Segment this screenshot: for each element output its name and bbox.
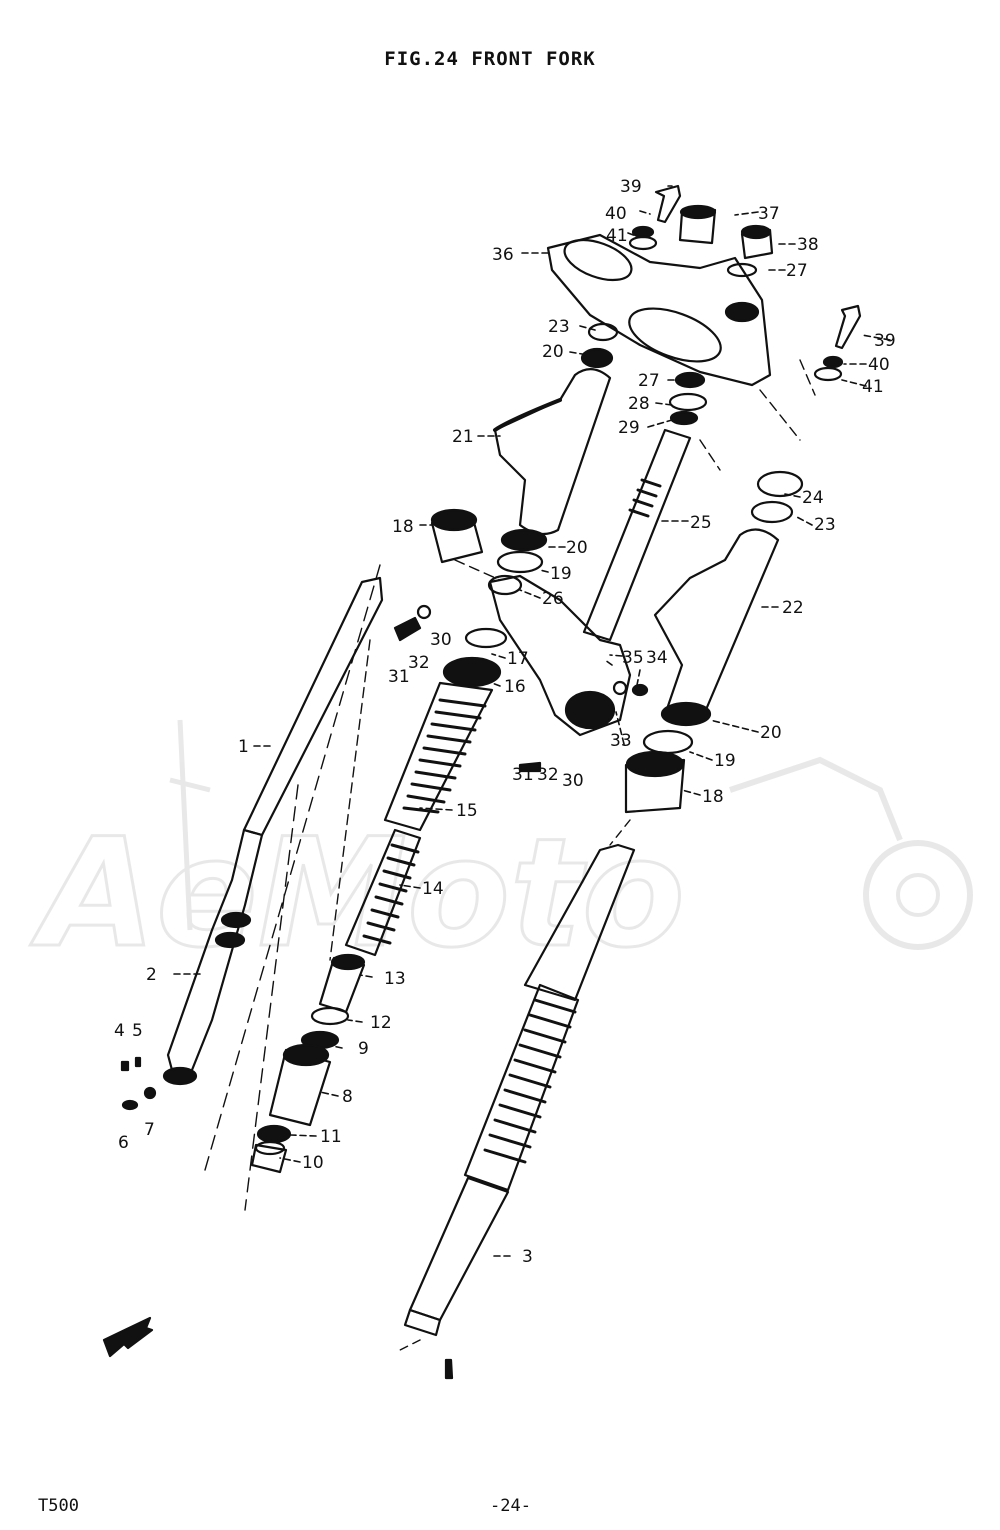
label-31-lower: 31 <box>512 765 534 785</box>
label-34: 34 <box>646 648 668 668</box>
right-fork-boot <box>463 983 580 1192</box>
fork-spring <box>344 828 422 957</box>
label-5: 5 <box>132 1021 143 1041</box>
label-25: 25 <box>690 513 712 533</box>
label-30-upper: 30 <box>430 630 452 650</box>
label-29: 29 <box>618 418 640 438</box>
label-26: 26 <box>542 589 564 609</box>
label-32-upper: 32 <box>408 653 430 673</box>
label-38: 38 <box>797 235 819 255</box>
figure-title: FIG.24 FRONT FORK <box>384 48 596 70</box>
label-12: 12 <box>370 1013 392 1033</box>
label-40-upper: 40 <box>605 204 627 224</box>
front-direction-arrow-icon <box>102 1316 154 1358</box>
label-3: 3 <box>522 1247 533 1267</box>
label-37: 37 <box>758 204 780 224</box>
steering-stem <box>582 428 692 642</box>
label-31-upper: 31 <box>388 667 410 687</box>
label-7: 7 <box>144 1120 155 1140</box>
label-18-left: 18 <box>392 517 414 537</box>
right-fork-leg <box>523 843 636 1002</box>
watermark-text: AeMoto <box>30 807 685 981</box>
label-4: 4 <box>114 1021 125 1041</box>
left-fork-cover <box>493 368 612 536</box>
page-number: -24- <box>490 1496 531 1516</box>
label-30-lower: 30 <box>562 771 584 791</box>
label-35: 35 <box>622 648 644 668</box>
label-27-upper: 27 <box>786 261 808 281</box>
label-14: 14 <box>422 879 444 899</box>
label-41-upper: 41 <box>606 226 628 246</box>
upper-bracket <box>546 233 772 387</box>
watermark-logo: AeMoto <box>29 719 973 983</box>
right-fork-cover <box>653 528 780 717</box>
top-bolt-right <box>834 304 862 350</box>
label-33: 33 <box>610 731 632 751</box>
label-9: 9 <box>358 1039 369 1059</box>
upper-bracket-left-hole <box>563 238 633 282</box>
label-39-upper: 39 <box>620 177 642 197</box>
label-6: 6 <box>118 1133 129 1153</box>
top-bolt-left <box>654 184 682 224</box>
label-20: 20 <box>760 723 782 743</box>
left-inner-tube <box>242 576 384 837</box>
label-1: 1 <box>238 737 249 757</box>
label-16: 16 <box>504 677 526 697</box>
label-21: 21 <box>452 427 474 447</box>
upper-fork-boot <box>383 681 494 832</box>
label-20-left: 20 <box>566 538 588 558</box>
label-36: 36 <box>492 245 514 265</box>
label-39-right: 39 <box>874 331 896 351</box>
label-27: 27 <box>638 371 660 391</box>
upper-bracket-right-hole <box>628 307 722 363</box>
lower-bracket <box>488 574 632 737</box>
label-41-right: 41 <box>862 377 884 397</box>
label-17: 17 <box>507 649 529 669</box>
label-10: 10 <box>302 1153 324 1173</box>
label-13: 13 <box>384 969 406 989</box>
label-28: 28 <box>628 394 650 414</box>
label-32-lower: 32 <box>537 765 559 785</box>
label-22: 22 <box>782 598 804 618</box>
label-8: 8 <box>342 1087 353 1107</box>
label-23-right: 23 <box>814 515 836 535</box>
bottom-piece <box>250 1143 288 1174</box>
label-24-left: 23 <box>548 317 570 337</box>
label-11: 11 <box>320 1127 342 1147</box>
label-18: 18 <box>702 787 724 807</box>
label-23-left: 20 <box>542 342 564 362</box>
label-2: 2 <box>146 965 157 985</box>
model-code: T500 <box>38 1496 79 1516</box>
right-lower-tube <box>408 1176 510 1322</box>
label-40-right: 40 <box>868 355 890 375</box>
label-19: 19 <box>714 751 736 771</box>
label-15: 15 <box>456 801 478 821</box>
label-24-right: 24 <box>802 488 824 508</box>
label-19-left: 19 <box>550 564 572 584</box>
part-number-labels: 39 40 41 37 36 38 27 23 20 39 40 41 27 2… <box>114 177 896 1267</box>
